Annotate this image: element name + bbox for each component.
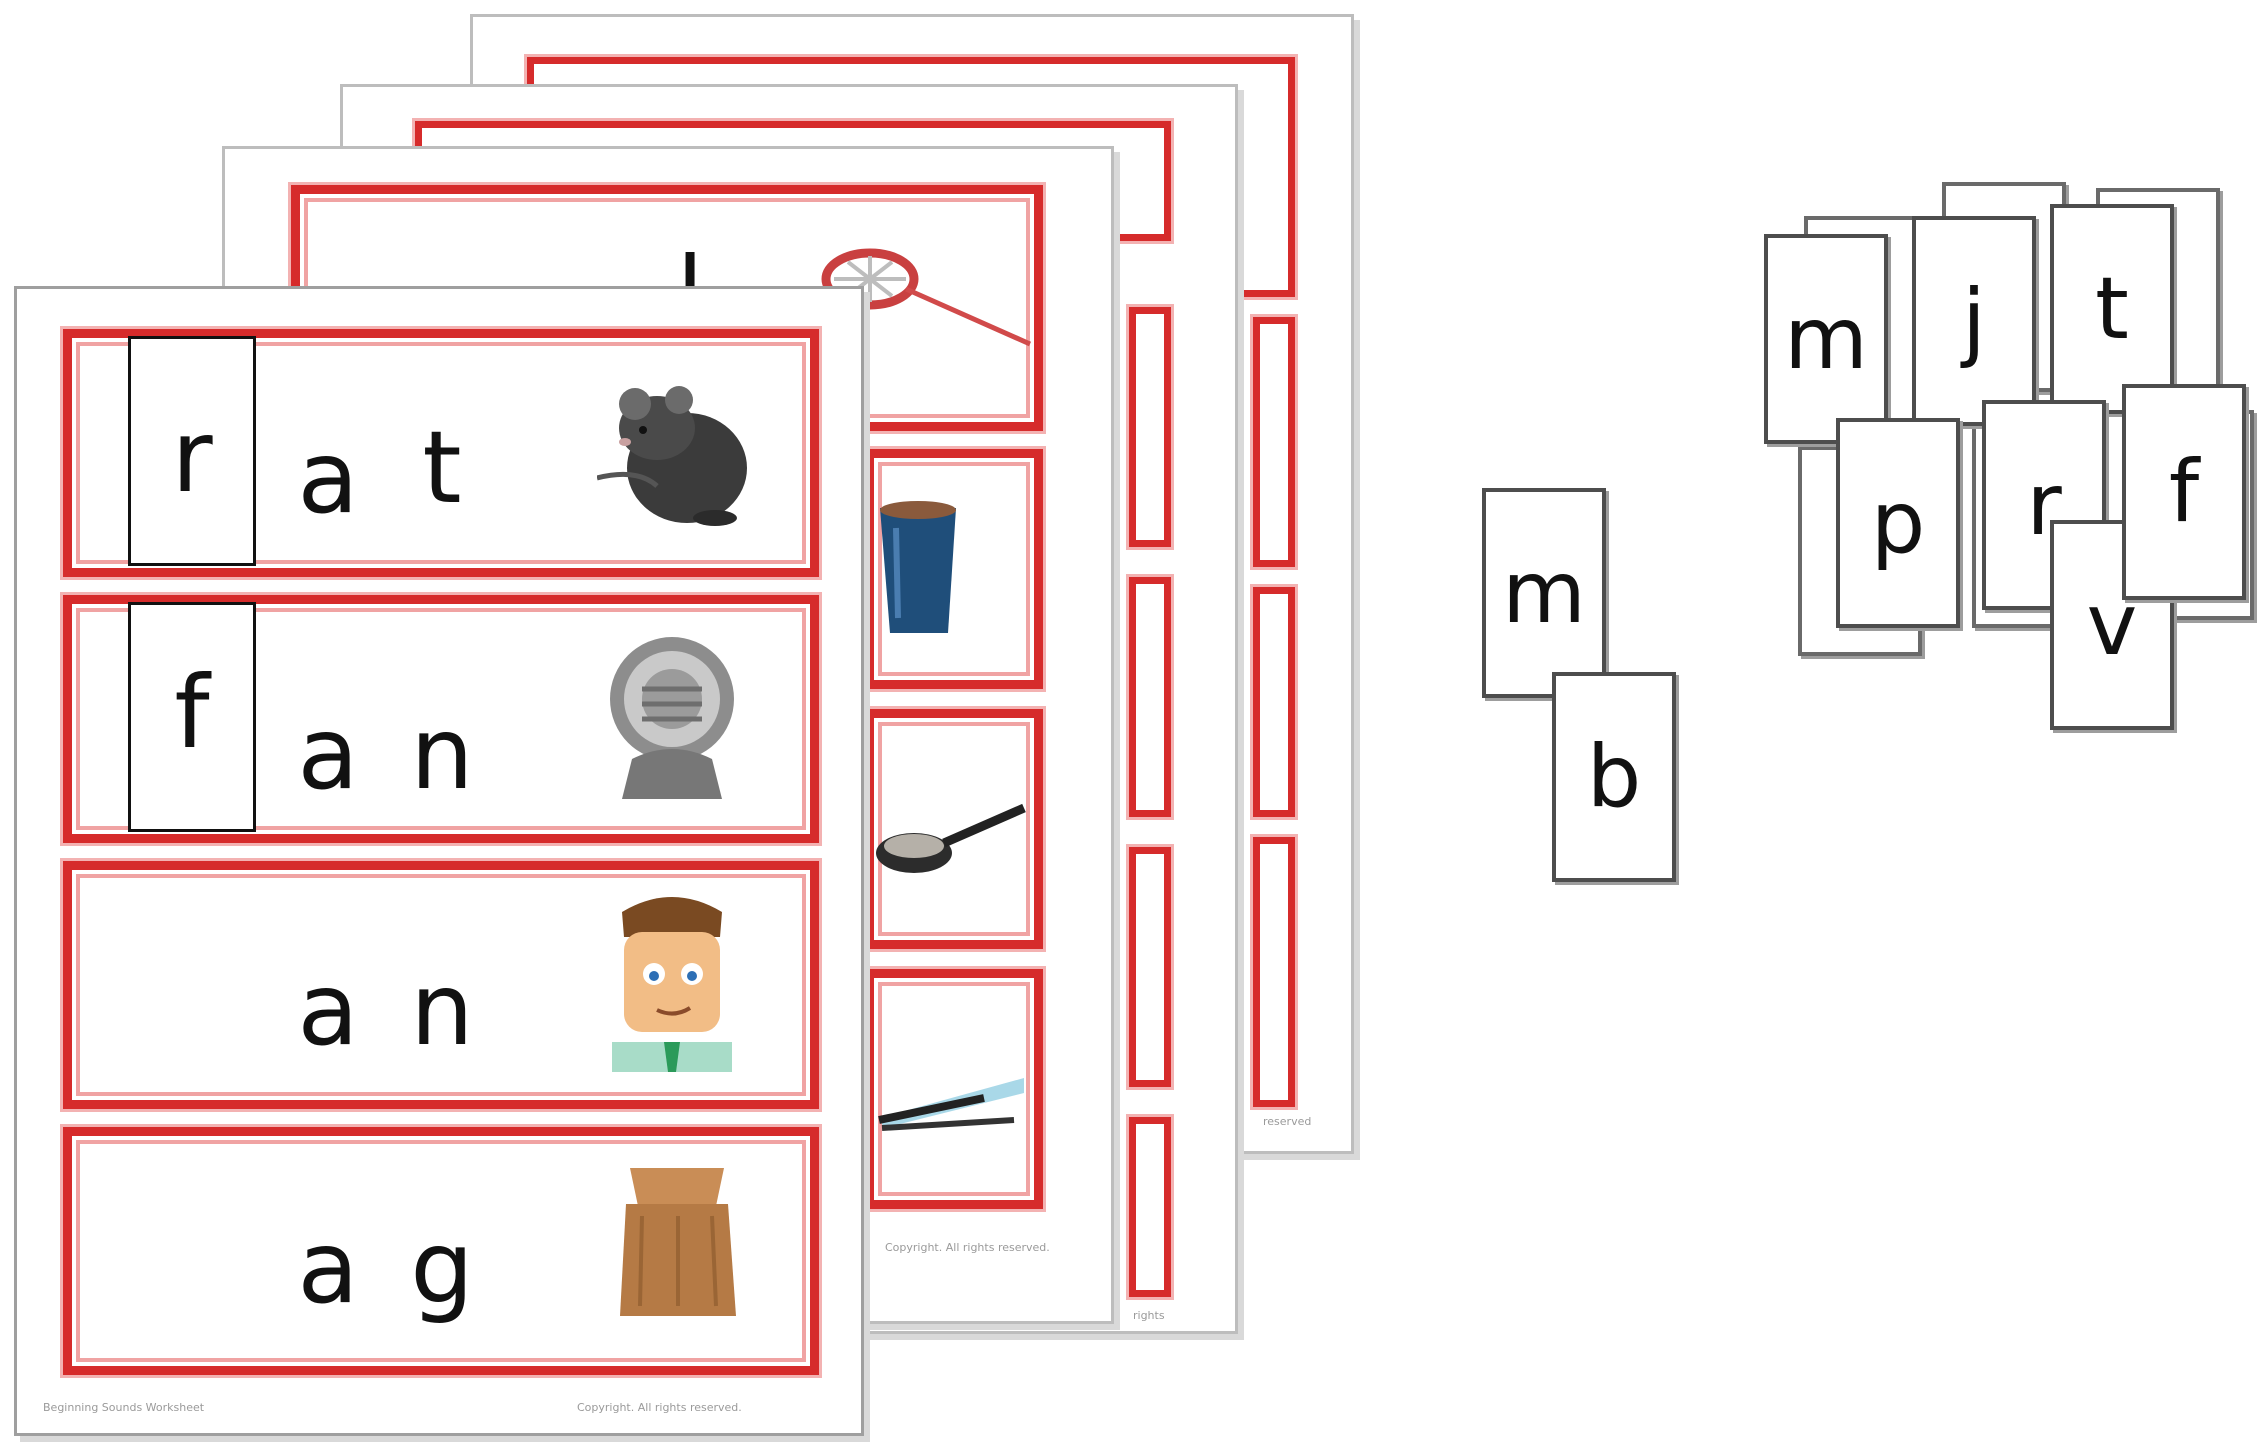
frame-row [865,449,1043,689]
fan-picture [610,637,734,799]
frame-row [865,969,1043,1209]
letter-card-t[interactable]: t [2050,204,2174,414]
frame-side [1129,1117,1171,1297]
word-letter: a [297,419,359,536]
page-footer-right: Copyright. All rights reserved. [577,1401,742,1414]
word-row-man: a n [63,861,819,1109]
man-picture [612,897,732,1072]
word-row-fan: f a n [63,595,819,843]
frame-side [1253,837,1295,1107]
frame-side [1129,307,1171,547]
card-letter: p [1870,473,1926,573]
card-letter: t [2095,259,2129,359]
letter-card-m[interactable]: m [1482,488,1606,698]
word-letter: a [297,951,359,1068]
frame-side [1129,847,1171,1087]
frame-side [1253,317,1295,567]
card-letter: m [1784,289,1868,389]
letter-card-b[interactable]: b [1552,672,1676,882]
card-letter: j [1962,271,1986,371]
worksheet-page-front: r a t f a n a n [14,286,864,1436]
frame-row [865,709,1043,949]
frame-side [1129,577,1171,817]
word-letter: a [297,695,359,812]
slot-letter: r [171,398,213,515]
pan-picture [876,803,1026,873]
word-row-bag: a g [63,1127,819,1375]
word-letter: n [410,695,474,812]
word-row-rat: r a t [63,329,819,577]
page-footer: Copyright. All rights reserved. [885,1241,1050,1254]
page-footer: reserved [1263,1115,1312,1128]
letter-card-m[interactable]: m [1764,234,1888,444]
bag-picture [620,1168,736,1316]
letter-card-j[interactable]: j [1912,216,2036,426]
letter-card-p[interactable]: p [1836,418,1960,628]
word-letter: g [410,1209,474,1326]
card-letter: f [2168,442,2200,542]
letter-card-f[interactable]: f [2122,384,2246,600]
word-letter: n [410,951,474,1068]
letter-slot[interactable]: r [128,336,256,566]
frame-side [1253,587,1295,817]
card-letter: b [1586,727,1642,827]
slot-letter: f [174,654,210,771]
page-footer: rights [1133,1309,1165,1322]
mug-picture [880,501,956,633]
tongs-picture [878,1078,1024,1131]
word-letter: a [297,1209,359,1326]
page-footer-left: Beginning Sounds Worksheet [43,1401,205,1414]
rat-picture [597,386,747,526]
card-letter: m [1502,543,1586,643]
letter-slot[interactable]: f [128,602,256,832]
word-letter: t [422,409,462,526]
